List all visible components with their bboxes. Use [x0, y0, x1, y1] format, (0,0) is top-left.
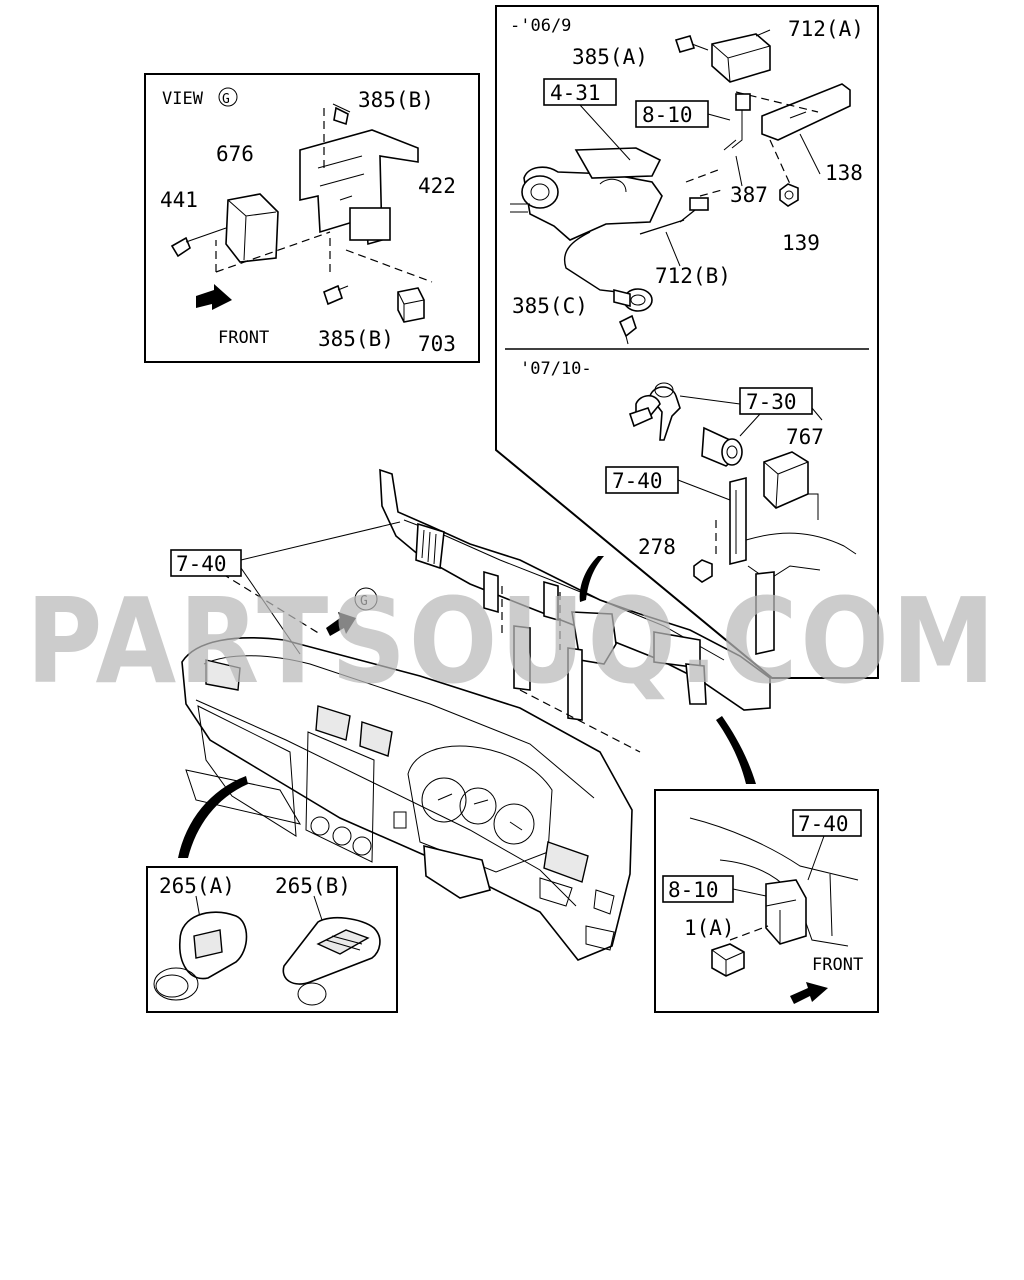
ref-740-lower: 7-40 [798, 812, 849, 836]
part-441: 441 [160, 188, 198, 212]
part-385b-top: 385(B) [358, 88, 434, 112]
key-cylinder-drawing [701, 426, 743, 467]
screw-385b-top [332, 103, 351, 126]
nut-139-drawing [779, 183, 799, 207]
ref-740-upper: 7-40 [612, 469, 663, 493]
bolt-385a-drawing [674, 35, 709, 53]
module-676-drawing [215, 193, 331, 273]
ref-box-740-main [170, 549, 242, 577]
range-top: -'06/9 [510, 16, 571, 36]
view-letter-circle [218, 87, 238, 107]
connector-panel-frame [654, 789, 879, 1013]
part-676: 676 [216, 142, 254, 166]
dashboard-drawing [181, 559, 641, 961]
screw-441-drawing [170, 227, 227, 258]
ref-810-lower: 8-10 [668, 878, 719, 902]
range-bottom: '07/10- [520, 359, 592, 379]
watermark: PARTSOUQ.COM [26, 572, 998, 710]
connector-810-drawing [723, 93, 751, 151]
part-387: 387 [730, 183, 768, 207]
part-138: 138 [825, 161, 863, 185]
front-arrow-lower-icon [790, 982, 828, 1004]
ref-box-740-lower [792, 809, 862, 837]
ref-box-810-lower [662, 875, 734, 903]
module-712a-drawing [711, 33, 771, 83]
part-1a: 1(A) [684, 916, 735, 940]
curved-arrow-left-icon [178, 776, 248, 858]
mounting-bracket-drawing [299, 108, 419, 272]
curved-arrow-top-icon [579, 556, 604, 602]
part-703: 703 [418, 332, 456, 356]
nut-278-drawing [693, 559, 713, 583]
screw-385c-drawing [618, 314, 637, 345]
part-767: 767 [786, 425, 824, 449]
ref-810-top: 8-10 [642, 103, 693, 127]
ref-730: 7-30 [746, 390, 797, 414]
part-265b: 265(B) [275, 874, 351, 898]
ignition-switch-drawing [510, 147, 663, 241]
ref-box-730 [739, 387, 813, 415]
part-385c: 385(C) [512, 294, 588, 318]
ref-box-740-upper [605, 466, 679, 494]
ref-740-main: 7-40 [176, 552, 227, 576]
immobilizer-767-drawing [763, 451, 819, 520]
part-712a: 712(A) [788, 17, 864, 41]
relay-1a-drawing [711, 943, 745, 977]
wire-712b-drawing [563, 197, 709, 312]
remote-265a-drawing [153, 911, 248, 1001]
connector-front-label: FRONT [812, 955, 863, 975]
view-g-panel: VIEW G [144, 73, 480, 363]
view-front-label: FRONT [218, 328, 269, 348]
part-278: 278 [638, 535, 676, 559]
part-265a: 265(A) [159, 874, 235, 898]
bracket-740-upper-drawing [715, 476, 857, 655]
part-385b-bottom: 385(B) [318, 327, 394, 351]
view-direction-arrow-icon [326, 612, 356, 636]
view-title: VIEW [162, 89, 204, 109]
view-g-marker: G [360, 594, 368, 609]
part-422: 422 [418, 174, 456, 198]
ref-box-431 [543, 78, 617, 106]
bracket-138-drawing [735, 83, 851, 141]
keys-drawing [628, 382, 681, 441]
ignition-panel: -'06/9 '07/10- [495, 5, 879, 679]
remote-panel-frame [146, 866, 398, 1013]
part-385a: 385(A) [572, 45, 648, 69]
connector-panel: 7-40 8-10 1(A) FRONT [654, 789, 879, 1013]
front-arrow-icon [196, 284, 232, 310]
view-letter: G [222, 92, 230, 107]
view-g-frame [144, 73, 480, 363]
view-g-marker-circle [354, 587, 378, 611]
remote-265b-drawing [282, 916, 381, 1006]
screw-385b-bottom [323, 284, 349, 306]
remote-panel: 265(A) 265(B) [146, 866, 398, 1013]
part-712b: 712(B) [655, 264, 731, 288]
ignition-panel-frame [495, 5, 879, 679]
ref-431: 4-31 [550, 81, 601, 105]
relay-703-drawing [397, 287, 425, 323]
connector-8-10-drawing [765, 879, 807, 945]
part-139: 139 [782, 231, 820, 255]
cross-beam-drawing [379, 468, 771, 721]
curved-arrow-right-icon [716, 716, 756, 784]
